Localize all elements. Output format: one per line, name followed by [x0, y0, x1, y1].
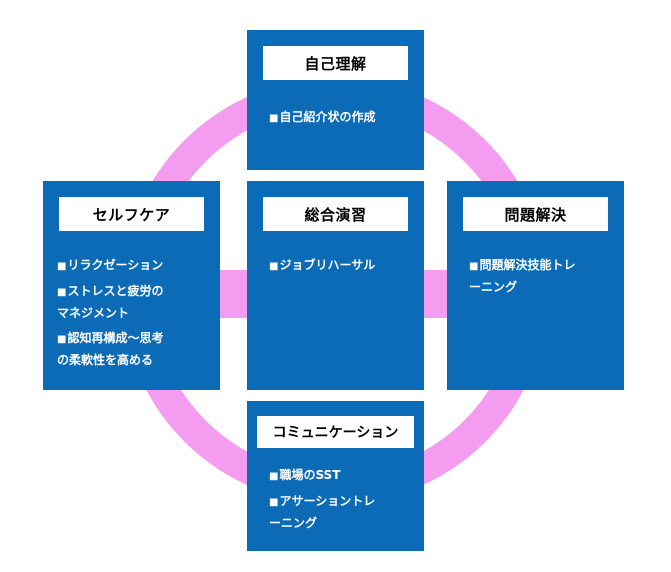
self-care-title: セルフケア: [59, 197, 204, 231]
self-understanding-items: 自己紹介状の作成: [269, 107, 375, 133]
communication-title: コミュニケーション: [257, 416, 414, 448]
problem-solving-items: 問題解決技能トレ ーニング: [469, 255, 575, 302]
integrated-practice-box: 総合演習 ジョブリハーサル: [247, 181, 424, 390]
communication-box: コミュニケーション 職場のSST アサーショントレ ーニング: [247, 401, 424, 551]
list-item: ストレスと疲労の マネジメント: [57, 281, 163, 324]
problem-solving-title: 問題解決: [463, 197, 608, 231]
list-item: 問題解決技能トレ ーニング: [469, 255, 575, 298]
integrated-practice-title: 総合演習: [263, 197, 408, 231]
list-item: 自己紹介状の作成: [269, 107, 375, 129]
self-understanding-title: 自己理解: [263, 46, 408, 80]
list-item: 認知再構成～思考 の柔軟性を高める: [57, 328, 163, 371]
problem-solving-box: 問題解決 問題解決技能トレ ーニング: [447, 181, 624, 390]
integrated-practice-items: ジョブリハーサル: [269, 255, 375, 281]
list-item: 職場のSST: [269, 465, 375, 487]
self-understanding-box: 自己理解 自己紹介状の作成: [247, 30, 424, 170]
list-item: アサーショントレ ーニング: [269, 491, 375, 534]
list-item: リラクゼーション: [57, 255, 163, 277]
communication-items: 職場のSST アサーショントレ ーニング: [269, 465, 375, 538]
self-care-items: リラクゼーション ストレスと疲労の マネジメント 認知再構成～思考 の柔軟性を高…: [57, 255, 163, 375]
list-item: ジョブリハーサル: [269, 255, 375, 277]
self-care-box: セルフケア リラクゼーション ストレスと疲労の マネジメント 認知再構成～思考 …: [43, 181, 220, 390]
